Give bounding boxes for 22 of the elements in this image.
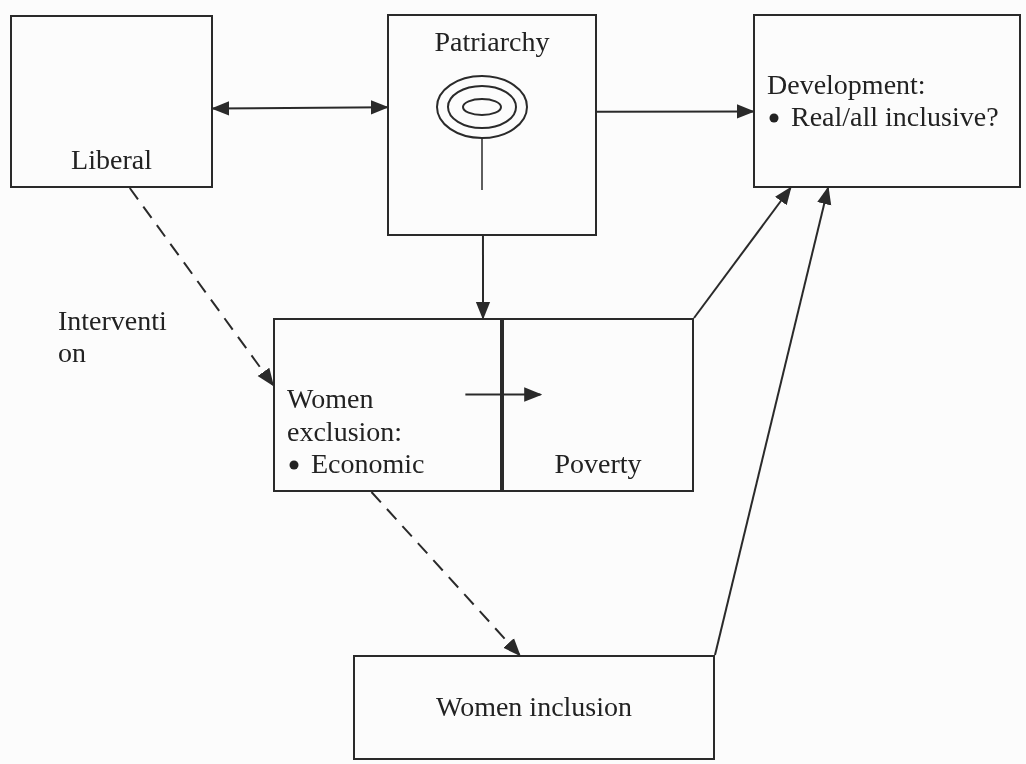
box-heading: Women exclusion: (287, 383, 404, 448)
arrow (211, 100, 389, 116)
arrow (714, 186, 832, 656)
process-box (10, 15, 213, 188)
bullet-item: Real/all inclusive? (791, 101, 999, 134)
arrow (475, 235, 491, 320)
box-heading: Liberal (71, 143, 152, 176)
process-box (353, 655, 715, 760)
process-box (502, 318, 694, 492)
arrow (464, 387, 543, 402)
arrow (693, 186, 792, 319)
process-box (273, 318, 502, 492)
dashed-arrow (128, 187, 275, 387)
process-box (387, 14, 597, 236)
box-heading: Development: (767, 68, 926, 101)
box-heading: Poverty (554, 447, 642, 480)
dashed-arrow (370, 491, 521, 657)
bullet-item: Economic (311, 447, 425, 480)
process-box (753, 14, 1021, 188)
box-heading: Patriarchy (434, 26, 550, 59)
arrow (596, 104, 755, 119)
box-heading: Women inclusion (435, 691, 633, 724)
